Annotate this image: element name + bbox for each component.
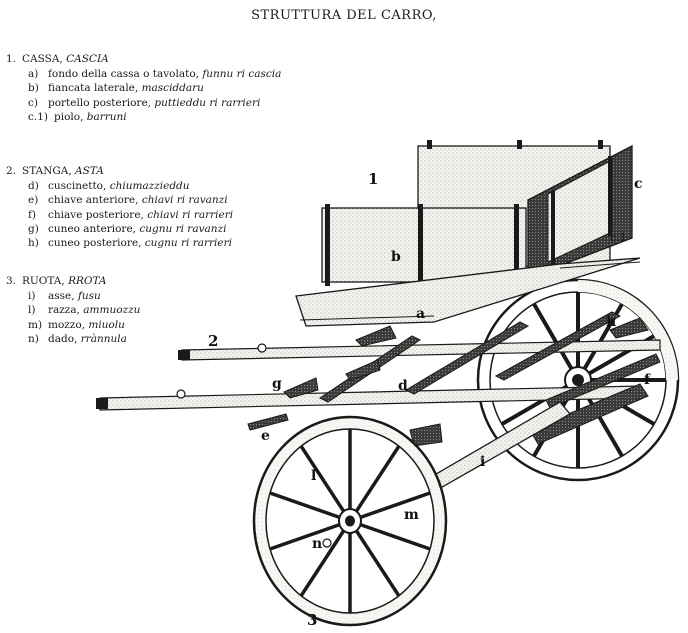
legend-item: f)chiave posteriore, chiavi ri rarrieri bbox=[28, 208, 234, 221]
cart-box bbox=[295, 140, 641, 327]
label-asse: i bbox=[480, 454, 485, 470]
label-cassa: 1 bbox=[368, 170, 378, 188]
label-fondo: a bbox=[416, 306, 425, 322]
label-portello: c bbox=[634, 176, 643, 192]
label-dado: n bbox=[312, 536, 322, 552]
label-piolo: c.1 bbox=[610, 231, 627, 244]
peg-pins bbox=[427, 140, 612, 270]
legend-item: m)mozzo, miuolu bbox=[28, 318, 125, 331]
page-title: STRUTTURA DEL CARRO, bbox=[251, 8, 437, 23]
legend-item: b)fiancata laterale, masciddaru bbox=[28, 82, 204, 95]
legend-group-ruota: 3.RUOTA, RROTA i)asse, fusu l)razza, amm… bbox=[6, 274, 140, 346]
legend-item: h)cuneo posteriore, cugnu ri rarrieri bbox=[28, 237, 232, 250]
label-chiave-posteriore: f bbox=[644, 372, 651, 388]
cart-shafts bbox=[96, 311, 661, 445]
label-cuneo-anteriore: g bbox=[272, 376, 282, 392]
legend-group-stanga: 2.STANGA, ASTA d)cuscinetto, chiumazzied… bbox=[6, 164, 233, 250]
label-ruota: 3 bbox=[307, 611, 317, 629]
legend-item: n)dado, rrànnula bbox=[28, 332, 127, 345]
label-chiave-anteriore: e bbox=[261, 428, 270, 444]
legend-heading: 2.STANGA, ASTA bbox=[6, 165, 104, 177]
label-stanga: 2 bbox=[208, 332, 218, 350]
legend-item: i)asse, fusu bbox=[28, 290, 101, 303]
label-mozzo: m bbox=[404, 507, 419, 523]
legend-heading: 3.RUOTA, RROTA bbox=[6, 275, 107, 287]
front-wheel bbox=[252, 415, 448, 627]
legend-item: g)cuneo anteriore, cugnu ri ravanzi bbox=[28, 222, 227, 235]
label-cuscinetto: d bbox=[398, 378, 408, 394]
legend-item: c.1)piolo, barruni bbox=[28, 110, 127, 123]
legend-item: l)razza, ammuozzu bbox=[28, 304, 141, 317]
label-cuneo-posteriore: h bbox=[606, 314, 616, 330]
legend-item: e)chiave anteriore, chiavi ri ravanzi bbox=[28, 194, 228, 207]
legend-item: a)fondo della cassa o tavolato, funnu ri… bbox=[28, 68, 282, 81]
legend-item: d)cuscinetto, chiumazzieddu bbox=[28, 180, 190, 193]
label-fiancata: b bbox=[391, 249, 401, 265]
legend-heading: 1.CASSA, CASCIA bbox=[6, 53, 109, 65]
label-razza: l bbox=[311, 468, 316, 484]
legend-group-cassa: 1.CASSA, CASCIA a)fondo della cassa o ta… bbox=[6, 52, 281, 124]
legend-item: c)portello posteriore, puttieddu ri rarr… bbox=[28, 96, 261, 109]
